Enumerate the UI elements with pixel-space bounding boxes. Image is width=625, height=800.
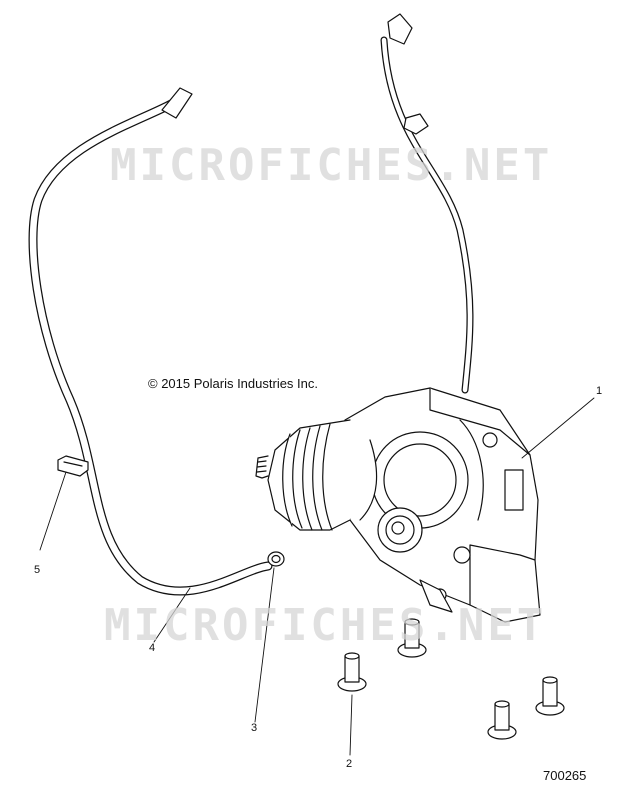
callout-1: 1	[596, 385, 603, 397]
callout-3: 3	[251, 722, 258, 734]
hose-clamp	[267, 551, 285, 567]
leader-line-1	[521, 397, 595, 459]
leader-lines	[39, 397, 595, 756]
copyright-text: © 2015 Polaris Industries Inc.	[148, 376, 318, 391]
watermark: MICROFICHES.NET	[104, 600, 547, 651]
callout-4: 4	[149, 642, 156, 654]
callout-5: 5	[34, 564, 41, 576]
leader-line-3	[254, 567, 275, 723]
watermark: MICROFICHES.NET	[110, 140, 553, 191]
flange-bolt	[535, 676, 565, 716]
leader-line-2	[349, 694, 353, 756]
vent-hose	[28, 87, 273, 596]
callout-2: 2	[346, 758, 353, 770]
gearcase-assembly	[255, 387, 541, 623]
flange-bolt	[397, 618, 427, 658]
leader-line-5	[39, 471, 67, 551]
flange-bolt	[487, 700, 517, 740]
wiring-harness	[380, 13, 474, 394]
figure-number: 700265	[543, 768, 587, 783]
leader-line-4	[153, 587, 191, 643]
hose-clip	[57, 455, 89, 477]
flange-bolt	[337, 652, 367, 692]
